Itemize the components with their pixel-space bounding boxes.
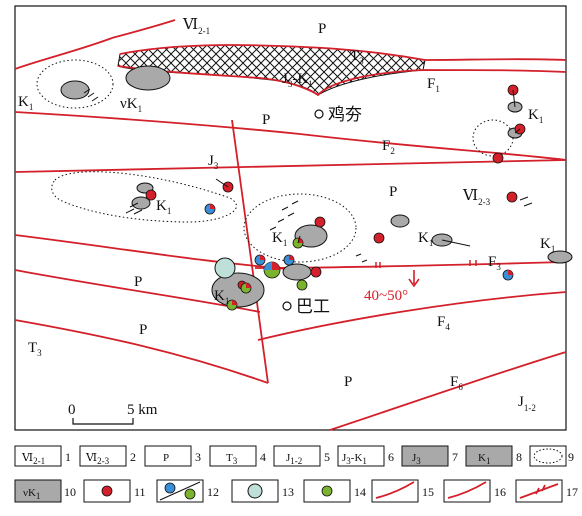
- label-f1: F1: [427, 76, 440, 94]
- legend-box-2: [79, 445, 127, 467]
- label-vi21: Ⅵ2-1: [182, 17, 210, 36]
- label-f3: F3: [488, 254, 501, 272]
- label-k1-far-right: K1: [540, 236, 555, 254]
- label-p: P: [318, 21, 326, 37]
- green-sample-dot: [296, 279, 308, 291]
- legend-box-5: [273, 445, 321, 467]
- legend-label-1: Ⅵ2-1: [21, 452, 45, 466]
- legend-num-7: 7: [452, 450, 458, 464]
- label-t3-top: T3: [350, 48, 364, 66]
- intrusion-bodies: [60, 65, 573, 308]
- legend-num-16: 16: [494, 485, 506, 499]
- legend-num-11: 11: [134, 485, 146, 499]
- legend-label-5: J1-2: [286, 452, 302, 466]
- label-k1-mid-right: K1: [418, 230, 433, 248]
- legend-num-12: 12: [207, 485, 219, 499]
- legend-num-4: 4: [260, 450, 266, 464]
- legend-box-9: [529, 445, 567, 467]
- legend-num-3: 3: [195, 450, 201, 464]
- legend-num-8: 8: [516, 450, 522, 464]
- label-vk1: νK1: [120, 96, 142, 114]
- label-f6: F6: [450, 374, 463, 392]
- scale-value: 5 km: [127, 402, 158, 418]
- legend-label-4: T3: [226, 452, 238, 466]
- legend-box-8: [465, 445, 513, 467]
- legend-num-5: 5: [324, 450, 330, 464]
- label-p-5: P: [139, 322, 147, 338]
- label-f2: F2: [382, 138, 395, 156]
- legend-num-9: 9: [568, 450, 574, 464]
- legend-label-10: νK1: [23, 487, 40, 501]
- dip-angle-label: 40~50°: [364, 288, 408, 304]
- label-j12: J1-2: [518, 394, 536, 413]
- legend-num-17: 17: [566, 485, 578, 499]
- pie-sample-markers: [204, 203, 514, 311]
- label-vi23: Ⅵ2-3: [462, 188, 491, 207]
- legend-num-15: 15: [422, 485, 434, 499]
- legend-num-10: 10: [64, 485, 76, 499]
- label-p-4: P: [134, 274, 142, 290]
- legend-box-10: [14, 479, 62, 503]
- legend-label-6: J3-K1: [342, 452, 367, 466]
- leader-lines: [215, 89, 521, 247]
- legend-label-8: K1: [478, 452, 490, 466]
- legend-num-14: 14: [354, 485, 366, 499]
- legend-num-13: 13: [282, 485, 294, 499]
- label-p-6: P: [344, 374, 352, 390]
- label-k1-left: K1: [18, 94, 33, 112]
- label-j3-small: J3: [208, 153, 219, 171]
- place-markers: [282, 109, 324, 311]
- scale-zero: 0: [68, 402, 76, 418]
- legend-label-3: P: [163, 452, 169, 464]
- scale-bar: 0 5 km: [68, 402, 158, 425]
- place-jiben: 鸡夯: [328, 105, 362, 124]
- legend-label-2: Ⅵ2-3: [85, 452, 110, 466]
- label-p-3: P: [389, 184, 397, 200]
- label-t3-bottom: T3: [28, 340, 42, 358]
- legend-box-4: [209, 445, 257, 467]
- fault-ticks: [375, 260, 477, 268]
- label-k1-lower: K1: [214, 288, 229, 306]
- label-j3k1: J3-K1: [282, 71, 313, 89]
- label-k1-center: K1: [272, 230, 287, 248]
- label-f4: F4: [437, 314, 450, 332]
- legend-box-3: [144, 445, 192, 467]
- intrusion-hatch-marks: [83, 88, 533, 263]
- dip-arrow: [408, 270, 420, 288]
- legend-num-2: 2: [130, 450, 136, 464]
- map-border: [14, 5, 567, 431]
- label-p-2: P: [262, 112, 270, 128]
- place-bagong: 巴工: [296, 297, 330, 316]
- label-k1-right-top: K1: [528, 107, 543, 125]
- legend-num-6: 6: [388, 450, 394, 464]
- legend-box-6: [337, 445, 385, 467]
- legend: Ⅵ2-1 1 Ⅵ2-3 2 P 3 T3 4 J1-2 5 J3-K1 6 J3…: [14, 445, 578, 503]
- legend-box-1: [14, 445, 62, 467]
- legend-box-7: [401, 445, 449, 467]
- teal-sample-circle: [214, 257, 236, 279]
- legend-num-1: 1: [65, 450, 71, 464]
- legend-label-7: J3: [412, 452, 421, 466]
- label-k1-midleft: K1: [156, 198, 171, 216]
